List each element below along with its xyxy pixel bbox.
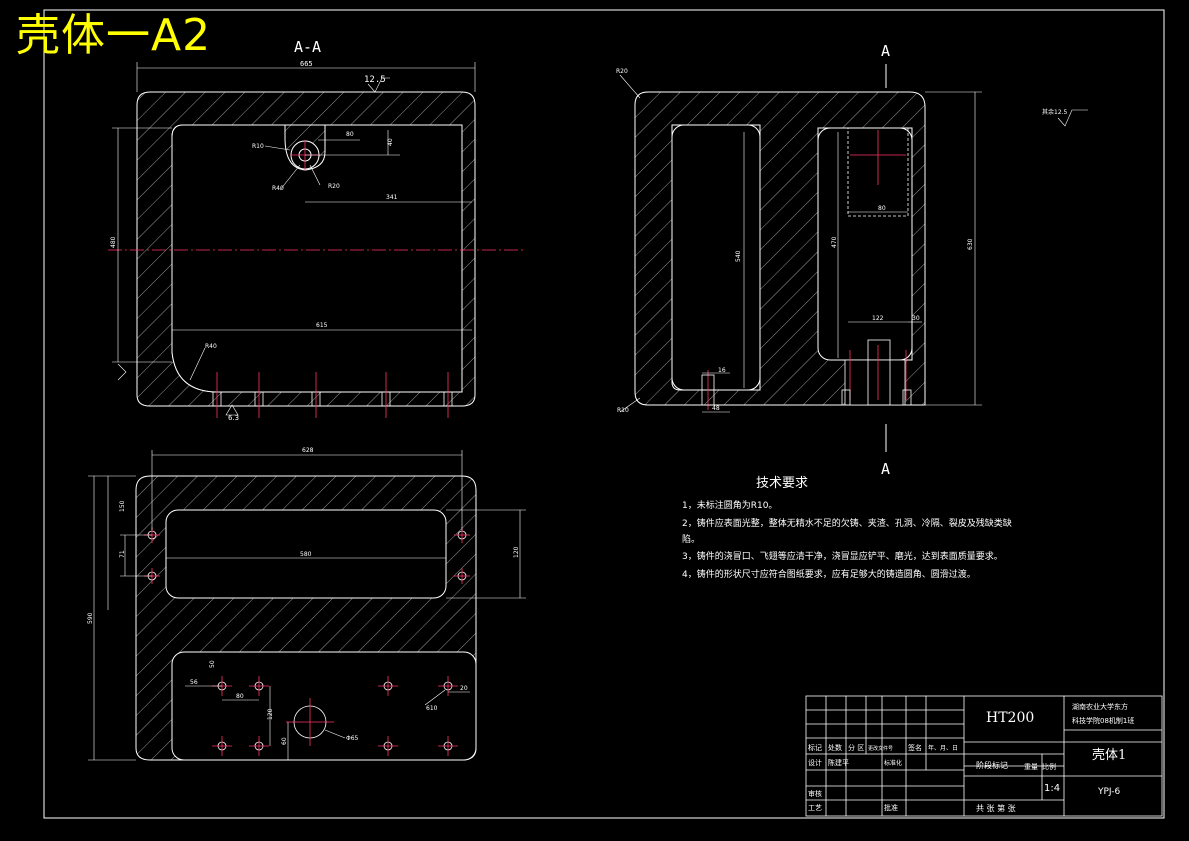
svg-text:122: 122 [872,315,884,322]
svg-text:71: 71 [119,550,126,558]
svg-text:590: 590 [87,612,94,624]
svg-text:470: 470 [831,236,838,248]
part-name: 壳体1 [1092,748,1127,763]
scale-header: 比例 [1042,763,1056,771]
sheet-title: 壳体一A2 [16,10,212,61]
view-label-top: A [881,42,891,60]
svg-text:480: 480 [110,236,117,248]
drawing-number: YPJ-6 [1098,787,1121,797]
svg-text:R40: R40 [272,185,284,192]
section-view-a-a: 665 12.5 R10 80 40 R40 R20 341 480 615 R… [108,60,525,422]
material-label: HT200 [986,710,1035,726]
tb-sign: 签名 [908,744,922,752]
svg-text:610: 610 [426,705,438,712]
svg-text:20: 20 [460,685,468,692]
svg-text:48: 48 [712,405,720,412]
scale-value: 1:4 [1044,783,1061,794]
svg-text:R40: R40 [205,343,217,350]
tb-check: 审核 [808,790,822,798]
tech-requirement-1: 1，未标注圆角为R10。 [682,501,778,511]
svg-text:其余12.5: 其余12.5 [1042,108,1068,116]
side-view: R20 R10 540 470 630 80 122 30 16 48 其余12… [616,64,1088,452]
svg-text:150: 150 [119,500,126,512]
svg-text:56: 56 [190,679,198,686]
tech-requirements-title: 技术要求 [756,476,809,491]
weight-header: 重量 [1024,763,1038,771]
svg-text:12.5: 12.5 [364,75,386,85]
svg-text:R20: R20 [616,68,628,75]
svg-text:R10: R10 [252,143,264,150]
tb-count: 处数 [828,744,842,752]
svg-text:540: 540 [735,250,742,262]
tb-file: 更改文件号 [868,746,894,752]
tb-mark: 标记 [808,744,822,752]
sheet-count: 共 张 第 张 [976,804,1016,813]
class-name: 科技学院08机制1班 [1072,717,1135,725]
view-label-bottom: A [881,460,891,478]
tech-requirement-2-cont: 陷。 [682,535,701,545]
svg-text:Φ65: Φ65 [346,735,359,742]
svg-text:120: 120 [513,546,520,558]
title-block [805,695,1163,817]
svg-text:60: 60 [281,737,288,745]
sheet-border [43,9,1165,819]
svg-text:80: 80 [236,693,244,700]
tech-requirement-3: 3，铸件的浇冒口、飞翅等应清干净，浇冒显应铲平、磨光，达到表面质量要求。 [682,552,1003,562]
stage-mark: 阶段标记 [976,761,1008,770]
svg-text:80: 80 [346,131,354,138]
svg-text:R20: R20 [328,183,340,190]
top-view: 628 580 590 150 71 120 56 80 50 20 610 Φ… [87,447,526,761]
svg-text:R10: R10 [617,407,629,414]
svg-text:120: 120 [267,708,274,720]
svg-text:16: 16 [718,367,726,374]
svg-text:630: 630 [967,238,974,250]
tb-standard: 标准化 [884,760,903,767]
svg-text:50: 50 [209,660,216,668]
tb-designer: 陈建平 [828,759,849,767]
svg-text:341: 341 [386,194,398,201]
svg-text:30: 30 [912,315,920,322]
tb-design: 设计 [808,759,822,767]
svg-text:580: 580 [300,551,312,558]
tb-date: 年、月、日 [928,745,959,752]
svg-text:40: 40 [387,138,394,146]
tb-approve: 批准 [884,804,898,812]
tb-process: 工艺 [808,804,822,812]
tech-requirement-2: 2，铸件应表面光整，整体无精水不足的欠铸、夹渣、孔洞、冷隔、裂皮及残缺类缺 [682,519,1012,529]
svg-text:80: 80 [878,205,886,212]
svg-text:628: 628 [302,447,314,454]
tb-zone: 分 区 [848,744,865,752]
school-name: 湖南农业大学东方 [1072,703,1128,711]
svg-text:665: 665 [300,60,313,68]
svg-text:615: 615 [316,322,328,329]
svg-text:6.3: 6.3 [228,414,239,422]
section-label: A-A [294,38,322,56]
tech-requirement-4: 4，铸件的形状尺寸应符合图纸要求，应有足够大的铸造圆角、圆滑过渡。 [682,570,976,580]
